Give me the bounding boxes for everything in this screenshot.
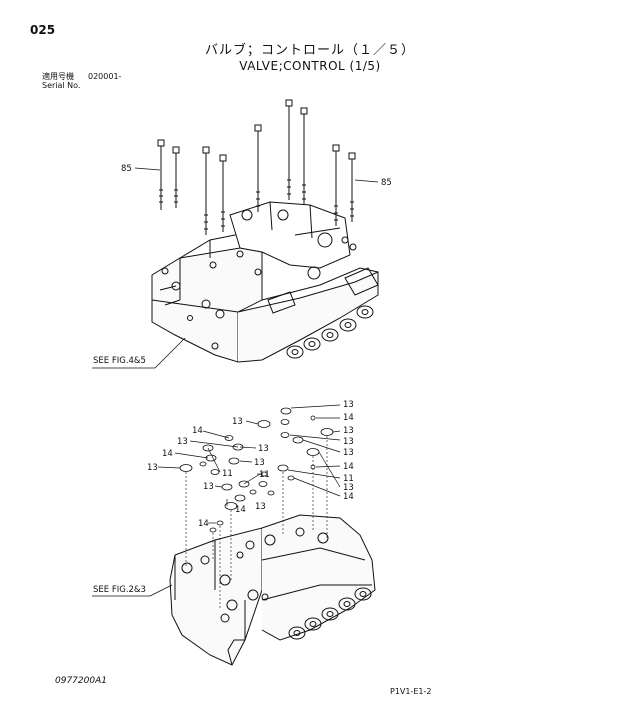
serial-number-value: 020001- — [88, 72, 122, 81]
page-reference: P1V1-E1-2 — [390, 687, 432, 696]
callout-right-7: 11 — [343, 474, 354, 484]
callout-left-13: 14 — [198, 519, 209, 529]
bolts-part-85 — [157, 99, 356, 235]
bolt — [285, 99, 293, 200]
callout-bolt-right: 85 — [381, 178, 392, 188]
callout-left-2: 14 — [192, 426, 203, 436]
seals-and-orings — [179, 407, 334, 533]
bolt — [219, 154, 227, 232]
bolt — [172, 146, 180, 208]
callout-bolt-left: 85 — [121, 164, 132, 174]
callout-left-3: 13 — [177, 437, 188, 447]
bolt — [157, 139, 165, 210]
callout-left-4: 13 — [258, 444, 269, 454]
valve-assembly-lower — [169, 514, 376, 666]
callout-left-9: 11 — [259, 470, 270, 480]
callout-right-2: 14 — [343, 413, 354, 423]
callout-right-5: 13 — [343, 448, 354, 458]
callout-left-7: 11 — [222, 469, 233, 479]
callout-right-9: 14 — [343, 492, 354, 502]
bolt — [332, 144, 340, 226]
callout-right-8: 13 — [343, 483, 354, 493]
see-fig-upper: SEE FIG.4&5 — [93, 356, 146, 366]
see-fig-lower: SEE FIG.2&3 — [93, 585, 146, 595]
callout-left-6: 13 — [254, 458, 265, 468]
bolt — [254, 124, 262, 212]
callout-right-3: 13 — [343, 426, 354, 436]
page-number: 025 — [30, 23, 56, 37]
serial-label-english: Serial No. — [42, 81, 81, 90]
callout-right-4: 13 — [343, 437, 354, 447]
callout-left-12: 13 — [255, 502, 266, 512]
leader-lines-upper — [92, 167, 379, 369]
callout-right-6: 14 — [343, 462, 354, 472]
bolt — [300, 107, 308, 205]
callout-right-1: 13 — [343, 400, 354, 410]
bolt — [348, 152, 356, 222]
assembly-drop-lines — [185, 436, 328, 610]
valve-assembly-upper — [151, 201, 379, 363]
title-english: VALVE;CONTROL (1/5) — [239, 59, 381, 73]
callout-left-1: 13 — [232, 417, 243, 427]
callout-left-10: 13 — [203, 482, 214, 492]
drawing-code: 0977200A1 — [55, 676, 107, 686]
title-japanese: バルブ；コントロール（１／５） — [204, 43, 415, 58]
leader-lines-lower — [92, 404, 341, 597]
callout-left-5: 14 — [162, 449, 173, 459]
bolt — [202, 146, 210, 235]
serial-label-japanese: 適用号機 — [42, 72, 74, 81]
callout-left-8: 13 — [147, 463, 158, 473]
callout-left-11: 14 — [235, 505, 246, 515]
